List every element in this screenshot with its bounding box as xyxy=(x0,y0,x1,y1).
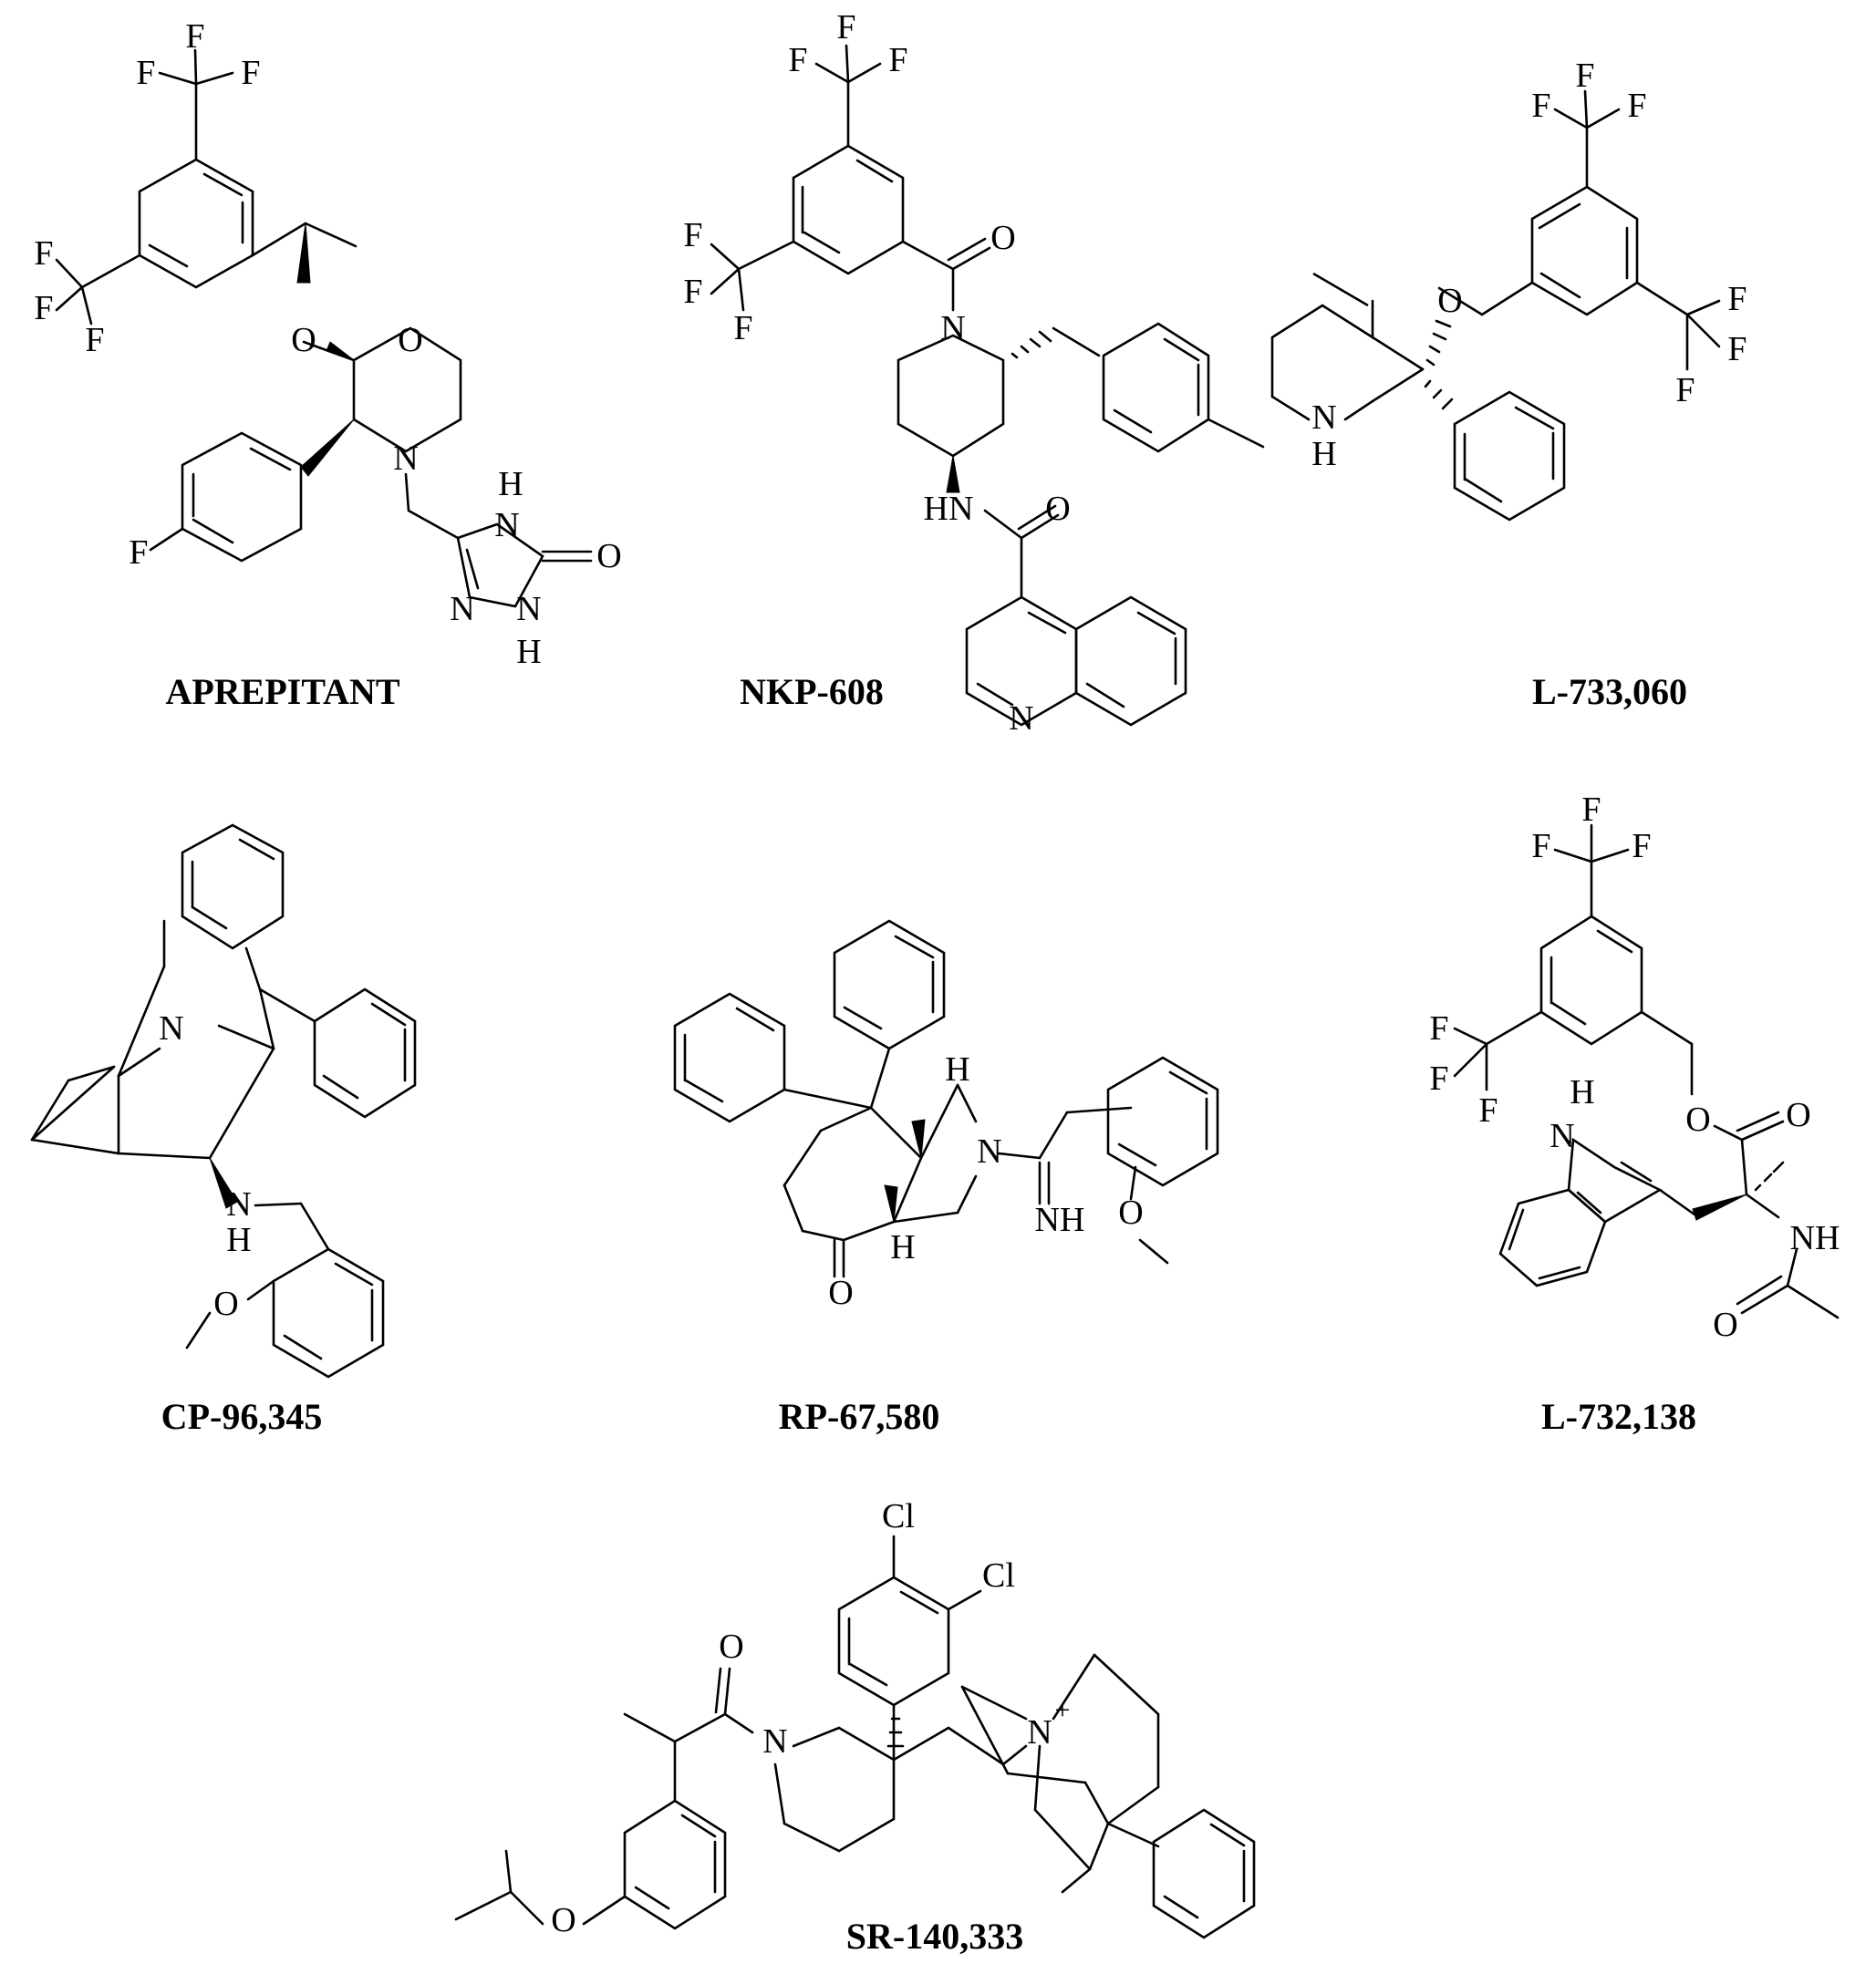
atom-h: H xyxy=(1570,1073,1594,1111)
atom-o: O xyxy=(1713,1306,1737,1344)
atom-n: N xyxy=(1311,398,1336,437)
atom-f: F xyxy=(1429,1009,1448,1048)
atom-f: F xyxy=(1727,330,1746,368)
caption-cp-96-345: CP-96,345 xyxy=(161,1396,323,1437)
atom-f: F xyxy=(1531,87,1550,125)
atom-f: F xyxy=(888,41,907,79)
atom-f: F xyxy=(1675,371,1695,409)
atom-cl: Cl xyxy=(882,1497,915,1535)
atom-f: F xyxy=(241,54,260,92)
atom-o: O xyxy=(291,321,316,359)
atom-f: F xyxy=(788,41,807,79)
atom-o: O xyxy=(1786,1096,1810,1134)
atom-f: F xyxy=(1632,827,1651,865)
atom-f: F xyxy=(185,17,204,56)
atom-f: F xyxy=(683,216,702,254)
caption-l-733-060: L-733,060 xyxy=(1532,671,1687,712)
structure-l-732-138: F F F F F F H N O O NH O xyxy=(1429,791,1840,1344)
atom-o: O xyxy=(213,1285,238,1323)
atom-n: N xyxy=(1009,699,1033,738)
atom-f: F xyxy=(34,234,53,273)
atom-o: O xyxy=(719,1628,743,1666)
structure-nkp-608: F F F F F F O N HN O N xyxy=(683,8,1265,738)
atom-f: F xyxy=(683,273,702,311)
charge-plus: + xyxy=(1055,1695,1071,1725)
atom-n: N xyxy=(159,1009,183,1048)
atom-f: F xyxy=(1531,827,1550,865)
caption-l-732-138: L-732,138 xyxy=(1541,1396,1696,1437)
atom-h: H xyxy=(498,465,523,503)
atom-o: O xyxy=(1437,282,1462,320)
atom-f: F xyxy=(1478,1091,1498,1130)
atom-nh: NH xyxy=(1790,1219,1840,1257)
atom-n: N xyxy=(1550,1117,1574,1155)
structure-sr-140-333: Cl Cl O N N + O xyxy=(454,1497,1256,1939)
atom-n: N xyxy=(977,1132,1001,1171)
atom-f: F xyxy=(1581,791,1601,829)
atom-o: O xyxy=(1118,1194,1143,1232)
atom-o: O xyxy=(551,1901,575,1939)
structure-cp-96-345: N N H O xyxy=(30,823,417,1379)
atom-f: F xyxy=(836,8,855,47)
caption-nkp-608: NKP-608 xyxy=(740,671,884,712)
atom-n: N xyxy=(393,439,418,478)
atom-o: O xyxy=(828,1274,853,1312)
atom-f: F xyxy=(129,533,148,572)
structure-aprepitant: F F F F F F O O N F H N O N N H xyxy=(34,17,621,671)
atom-n: N xyxy=(226,1185,251,1224)
caption-sr-140-333: SR-140,333 xyxy=(845,1916,1024,1957)
atom-o: O xyxy=(990,219,1015,257)
atom-o: O xyxy=(1685,1101,1710,1139)
atom-n: N xyxy=(940,309,965,347)
atom-nh: NH xyxy=(1035,1201,1085,1239)
atom-f: F xyxy=(136,54,155,92)
atom-f: F xyxy=(1429,1060,1448,1098)
atom-h: H xyxy=(516,633,541,671)
atom-f: F xyxy=(34,289,53,327)
atom-n: N xyxy=(494,506,519,544)
atom-o: O xyxy=(398,321,422,359)
atom-h: H xyxy=(1311,435,1336,473)
atom-o: O xyxy=(1045,490,1070,528)
atom-f: F xyxy=(733,309,752,347)
atom-n: N xyxy=(450,590,474,628)
atom-h: H xyxy=(226,1221,251,1259)
atom-f: F xyxy=(1627,87,1646,125)
atom-h: H xyxy=(890,1228,915,1266)
atom-f: F xyxy=(1727,280,1746,318)
atom-f: F xyxy=(1575,57,1594,95)
structure-l-733-060: F F F F F F O N H xyxy=(1270,57,1747,522)
atom-n: N xyxy=(762,1722,787,1761)
atom-h: H xyxy=(945,1050,969,1089)
atom-o: O xyxy=(596,537,621,575)
caption-aprepitant: APREPITANT xyxy=(165,671,400,712)
structure-rp-67-580: H H N NH O O xyxy=(673,919,1219,1312)
atom-cl: Cl xyxy=(982,1556,1015,1595)
atom-n: N xyxy=(516,590,541,628)
atom-f: F xyxy=(85,321,104,359)
atom-hn: HN xyxy=(924,490,974,528)
atom-n: N xyxy=(1027,1713,1052,1752)
caption-rp-67-580: RP-67,580 xyxy=(778,1396,940,1437)
